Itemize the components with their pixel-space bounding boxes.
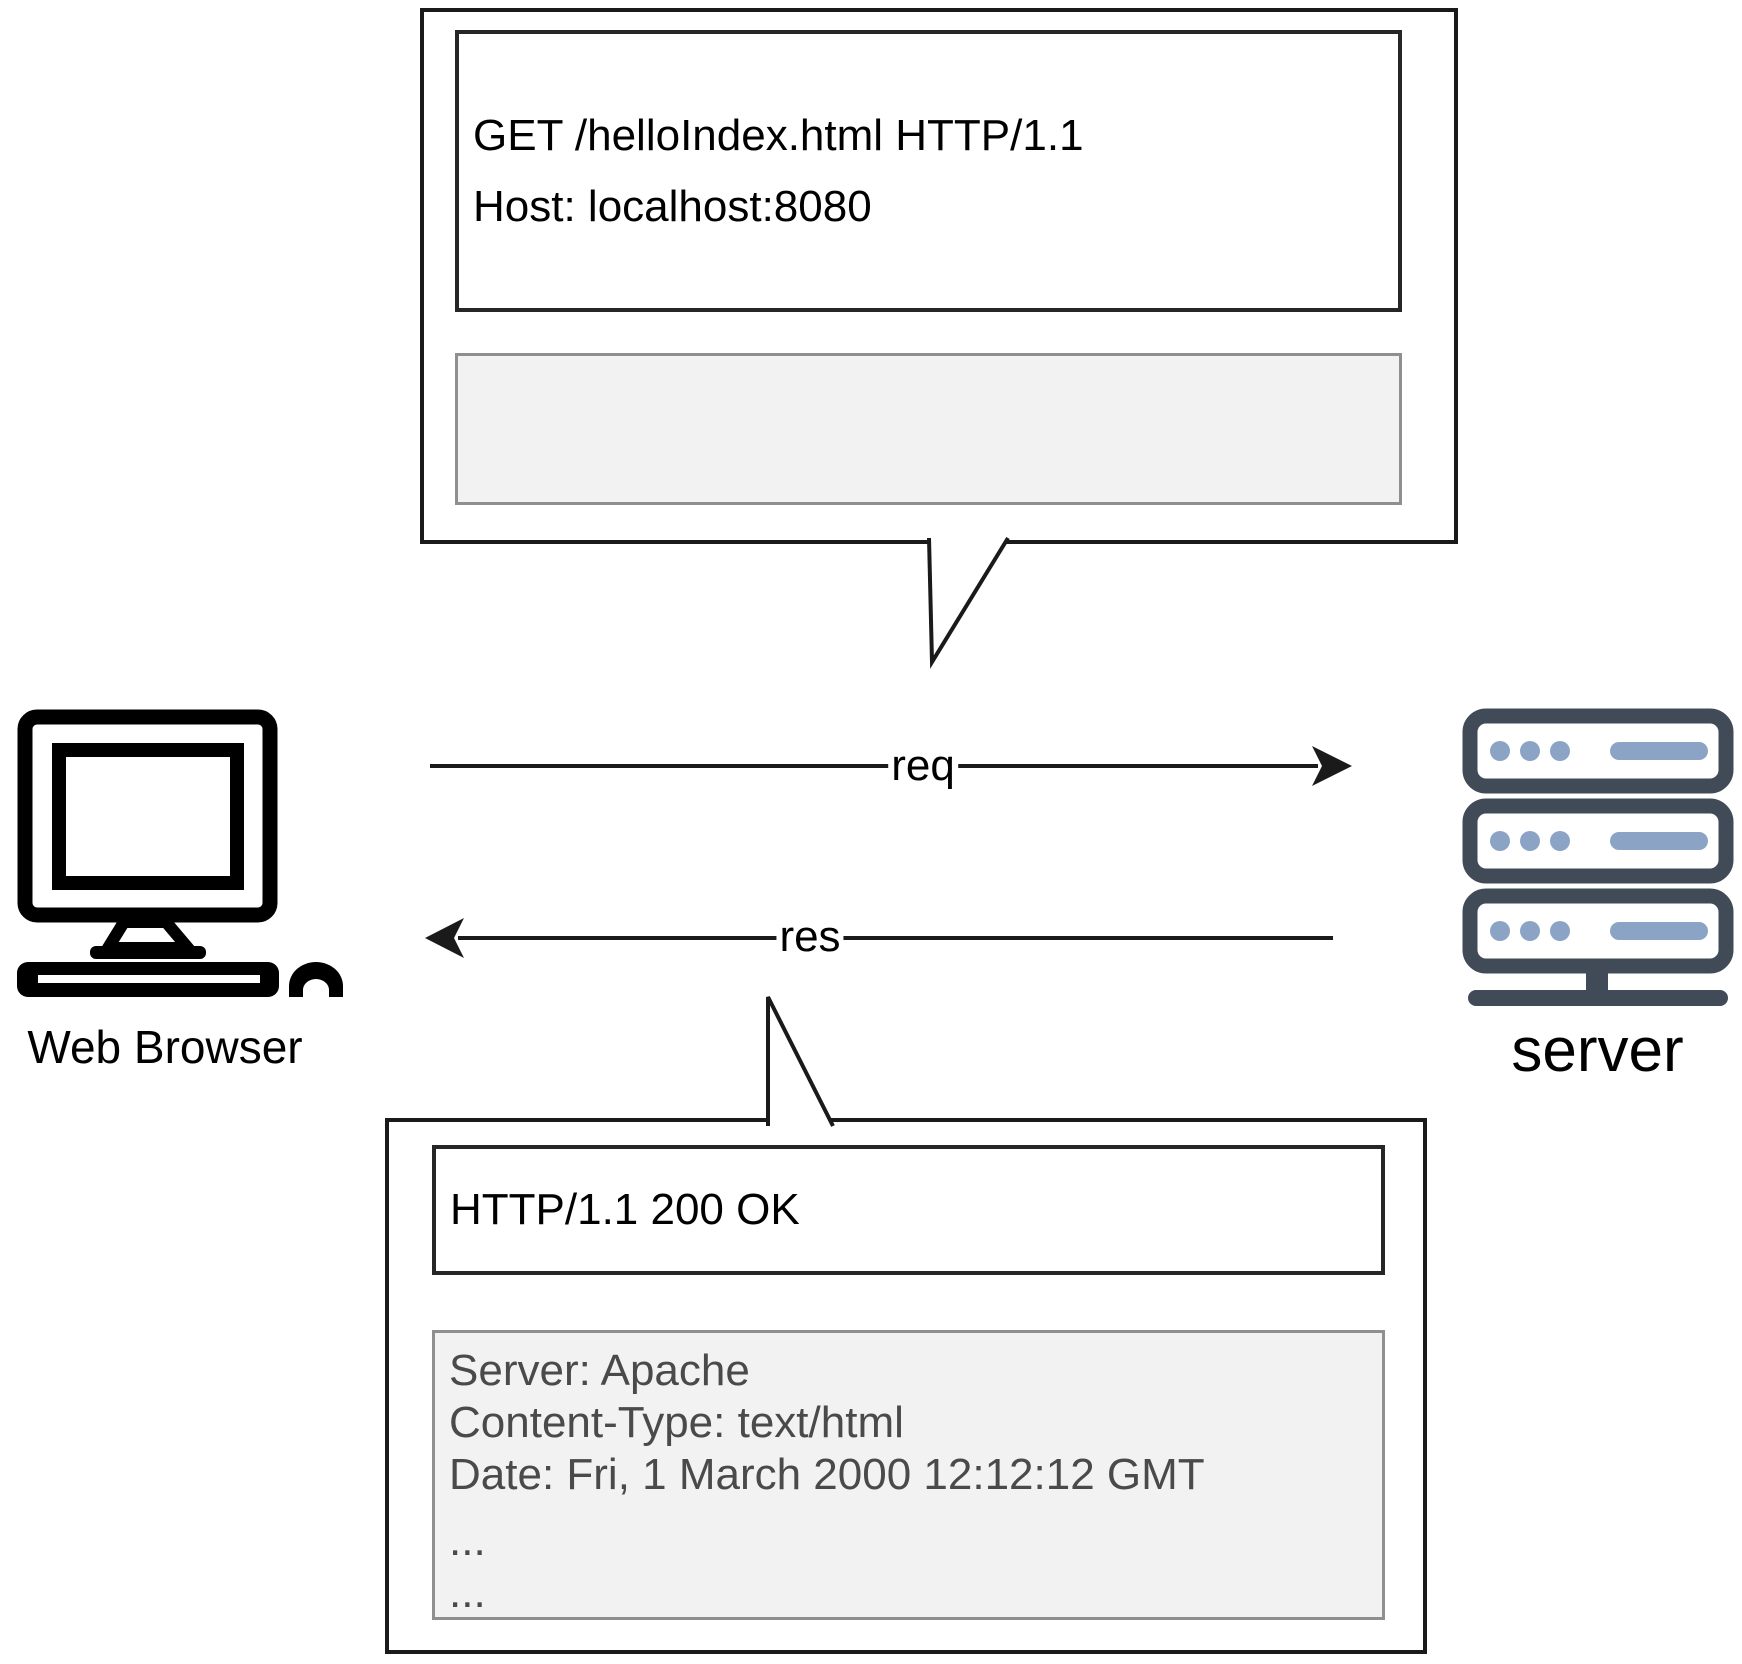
desktop-computer-icon <box>17 709 343 997</box>
request-bubble-tail <box>927 536 1010 669</box>
response-bubble-tail <box>766 996 835 1127</box>
monitor-screen <box>52 743 244 890</box>
response-bubble: HTTP/1.1 200 OK Server: Apache Content-T… <box>385 1118 1427 1654</box>
server-label: server <box>1511 1016 1684 1085</box>
server-rack-2 <box>1462 798 1734 884</box>
response-arrowhead <box>425 918 464 958</box>
response-headers-box: Server: Apache Content-Type: text/html D… <box>432 1330 1385 1620</box>
keyboard-slot <box>38 975 260 983</box>
header-ellipsis: ... <box>449 1516 486 1565</box>
server-stand-base <box>1468 990 1728 1006</box>
header-line: Date: Fri, 1 March 2000 12:12:12 GMT <box>449 1450 1205 1499</box>
server-rack-3 <box>1462 888 1734 974</box>
header-ellipsis: ... <box>449 1568 486 1617</box>
request-host-line: Host: localhost:8080 <box>473 182 872 231</box>
header-line: Server: Apache <box>449 1346 750 1395</box>
request-line: GET /helloIndex.html HTTP/1.1 <box>473 111 1084 160</box>
server-stand-post <box>1586 964 1608 994</box>
request-arrow-label: req <box>888 742 958 790</box>
server-rack-icon <box>1462 708 1734 1006</box>
server-rack-1 <box>1462 708 1734 794</box>
monitor-stand <box>97 916 201 954</box>
mouse-inner <box>303 979 329 997</box>
status-line-box: HTTP/1.1 200 OK <box>432 1145 1385 1275</box>
request-line-box: GET /helloIndex.html HTTP/1.1 Host: loca… <box>455 30 1402 312</box>
request-body-box <box>455 353 1402 505</box>
request-bubble: GET /helloIndex.html HTTP/1.1 Host: loca… <box>420 8 1458 544</box>
monitor-stand-base <box>90 946 206 959</box>
header-line: Content-Type: text/html <box>449 1398 904 1447</box>
response-arrow-label: res <box>776 913 844 961</box>
request-arrowhead <box>1312 746 1352 786</box>
client-label: Web Browser <box>27 1021 303 1073</box>
status-line: HTTP/1.1 200 OK <box>450 1185 800 1234</box>
